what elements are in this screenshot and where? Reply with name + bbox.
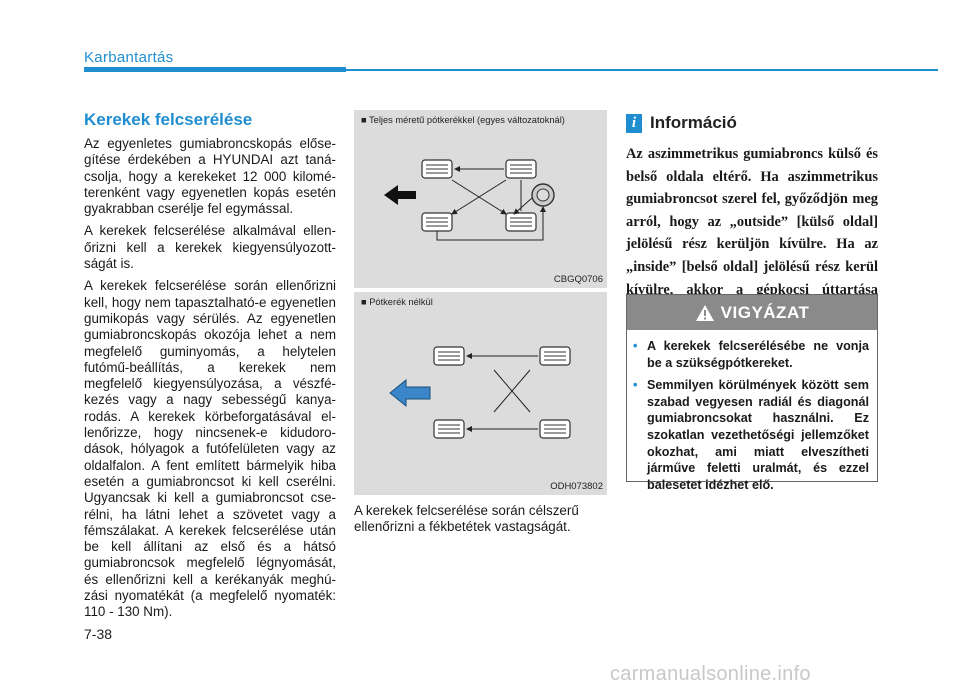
info-title: Információ	[650, 113, 737, 132]
arrow-left-icon	[389, 378, 431, 408]
paragraph-1: Az egyenletes gumiabroncskopás előse­gít…	[84, 136, 336, 217]
figure-caption: ■ Pótkerék nélkül	[361, 297, 433, 307]
spare-wheel-icon	[531, 183, 555, 207]
header-title: Karbantartás	[84, 49, 174, 66]
wheel-icon	[505, 212, 537, 232]
left-column: Kerekek felcserélése Az egyenletes gumia…	[84, 110, 336, 627]
warning-list: • A kerekek felcserélésébe ne vonja be a …	[633, 338, 869, 493]
bullet-icon: •	[633, 378, 638, 393]
warning-title: VIGYÁZAT	[720, 302, 810, 322]
right-column: i Információ Az aszimmetrikus gumiabronc…	[626, 110, 878, 492]
wheel-icon	[433, 419, 465, 439]
warning-item: • Semmilyen körülmények között sem szabad…	[633, 377, 869, 493]
wheel-icon	[539, 346, 571, 366]
bullet-icon: •	[633, 339, 638, 353]
warning-box: VIGYÁZAT • A kerekek felcserélésébe ne vo…	[626, 294, 878, 492]
warning-header: VIGYÁZAT	[627, 295, 877, 330]
wheel-icon	[539, 419, 571, 439]
paragraph-2: A kerekek felcserélése alkalmával ellen­…	[84, 223, 336, 272]
figure-with-spare: ■ Teljes méretű pótkerékkel (egyes válto…	[354, 110, 607, 288]
middle-column: ■ Teljes méretű pótkerékkel (egyes válto…	[354, 110, 607, 536]
watermark: carmanualsonline.info	[610, 663, 811, 685]
figure-caption: ■ Teljes méretű pótkerékkel (egyes válto…	[361, 115, 565, 125]
figure-without-spare: ■ Pótkerék nélkül	[354, 292, 607, 495]
arrow-left-icon	[384, 185, 416, 205]
info-text: Az aszimmetrikus gumiabroncs külső és be…	[626, 146, 878, 320]
rotation-diagram-without-spare	[389, 346, 571, 439]
rotation-diagram-with-spare	[384, 159, 555, 241]
header-rule-thin	[346, 69, 938, 71]
header-rule-thick	[84, 67, 346, 72]
info-icon: i	[626, 113, 642, 133]
warning-triangle-icon	[695, 304, 714, 321]
wheel-icon	[433, 346, 465, 366]
section-title: Kerekek felcserélése	[84, 110, 253, 129]
figure-code: ODH073802	[550, 481, 603, 492]
brake-pad-note: A kerekek felcserélése során célszerű el…	[354, 503, 579, 535]
wheel-icon	[505, 159, 537, 179]
warning-item-text: A kerekek felcserélésébe ne vonja be a s…	[647, 339, 869, 370]
warning-item: • A kerekek felcserélésébe ne vonja be a …	[633, 338, 869, 371]
paragraph-3: A kerekek felcserélése során ellenőrizni…	[84, 278, 336, 620]
info-header: i Információ	[626, 113, 878, 133]
figure-code: CBGQ0706	[553, 274, 603, 285]
warning-item-text: Semmilyen körülmények között sem szabad …	[647, 378, 869, 492]
wheel-icon	[421, 212, 453, 232]
page-number: 7-38	[84, 626, 113, 642]
wheel-icon	[421, 159, 453, 179]
